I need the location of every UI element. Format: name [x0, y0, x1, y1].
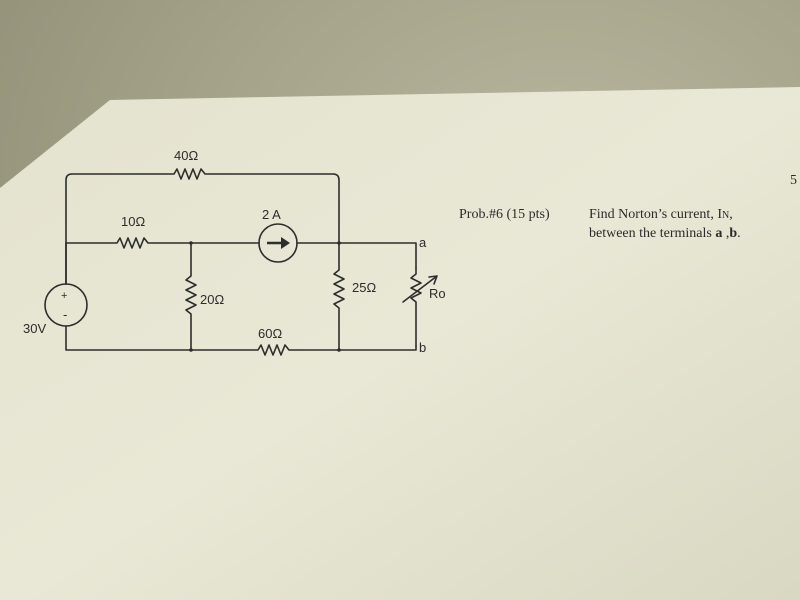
norton-subscript: N — [721, 210, 730, 221]
label-terminal-b: b — [419, 340, 426, 355]
label-plus-sign: + — [61, 290, 67, 302]
problem-text: . — [737, 226, 741, 241]
label-minus-sign: - — [63, 307, 67, 322]
resistor-25-wire — [333, 242, 345, 351]
problem-text: , — [722, 226, 730, 241]
page-number: 5 — [790, 173, 797, 188]
wire-resistor-10 — [65, 237, 260, 249]
voltage-source-icon — [44, 283, 88, 327]
label-r-middle: 20Ω — [200, 292, 224, 307]
junction-dot — [337, 241, 341, 245]
label-r-right: 25Ω — [352, 280, 376, 295]
problem-statement-line2: between the terminals a ,b. — [589, 225, 741, 242]
junction-dot — [189, 241, 193, 245]
problem-statement-line1: Find Norton’s current, IN, — [589, 206, 733, 224]
current-source-icon — [258, 223, 298, 263]
resistor-20-wire — [185, 242, 197, 351]
terminal-a-text: a — [715, 226, 723, 241]
label-r-left: 10Ω — [121, 214, 145, 229]
wire-top-loop — [65, 168, 340, 285]
wire-current-source-right — [296, 242, 417, 269]
label-r-bottom: 60Ω — [258, 326, 282, 341]
terminal-b-text: b — [729, 226, 738, 241]
wire-bottom — [65, 325, 417, 356]
label-r-top: 40Ω — [174, 148, 198, 163]
junction-dot — [337, 348, 341, 352]
label-voltage-source: 30V — [23, 321, 46, 336]
problem-text: between the terminals — [589, 226, 716, 241]
resistor-ro-wire — [410, 267, 422, 347]
label-current-source: 2 A — [262, 207, 281, 222]
problem-text: , — [729, 207, 733, 222]
problem-label: Prob.#6 (15 pts) — [459, 207, 550, 222]
label-variable-resistor: Ro — [429, 286, 446, 301]
problem-text: Find Norton’s current, I — [589, 207, 722, 222]
resistor-ro-arrow — [402, 275, 438, 303]
label-terminal-a: a — [419, 235, 427, 250]
current-arrow-icon — [267, 237, 290, 249]
junction-dot — [189, 348, 193, 352]
